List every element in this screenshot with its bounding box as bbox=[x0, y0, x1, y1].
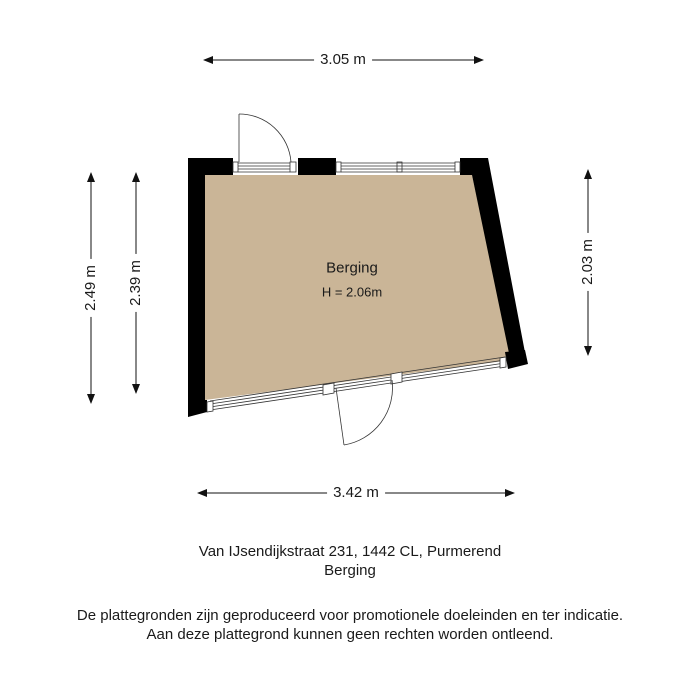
door-swing-icon bbox=[238, 113, 292, 163]
room-height: H = 2.06m bbox=[321, 284, 383, 300]
bottom-window-wall bbox=[206, 356, 507, 446]
top-window bbox=[335, 161, 461, 173]
dimension-bottom: 3.42 m bbox=[327, 484, 385, 502]
door-swing-icon bbox=[343, 379, 393, 446]
door-leaf-bottom bbox=[335, 387, 345, 446]
disclaimer-line-1: De plattegronden zijn geproduceerd voor … bbox=[76, 607, 624, 624]
wall-right bbox=[460, 158, 527, 367]
address-block: Van IJsendijkstraat 231, 1442 CL, Purmer… bbox=[0, 542, 700, 580]
dimension-right: 2.03 m bbox=[579, 233, 597, 291]
wall-left bbox=[188, 158, 205, 417]
wall-top-middle bbox=[298, 158, 336, 175]
wall-left-bottom-corner bbox=[188, 400, 207, 417]
address: Van IJsendijkstraat 231, 1442 CL, Purmer… bbox=[198, 543, 502, 560]
dimension-left-outer: 2.49 m bbox=[82, 259, 100, 317]
disclaimer-line-2: Aan deze plattegrond kunnen geen rechten… bbox=[146, 626, 554, 643]
disclaimer: De plattegronden zijn geproduceerd voor … bbox=[0, 606, 700, 644]
walls bbox=[188, 158, 528, 417]
dimension-top: 3.05 m bbox=[314, 51, 372, 69]
dimension-left-inner: 2.39 m bbox=[127, 254, 145, 312]
wall-bottom-right-corner bbox=[505, 350, 528, 369]
top-door bbox=[232, 113, 297, 173]
wall-top-left bbox=[188, 158, 233, 175]
floor-name: Berging bbox=[324, 562, 376, 579]
room-name: Berging bbox=[326, 259, 378, 277]
room-floor bbox=[205, 175, 512, 400]
